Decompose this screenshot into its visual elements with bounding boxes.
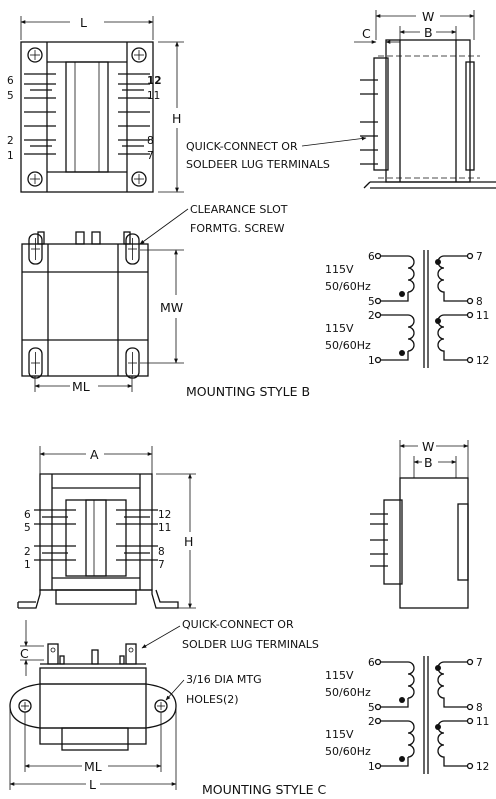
pin-1: 1 (7, 150, 14, 162)
c-pin-8: 8 (158, 546, 165, 558)
sch-c-pin-2: 2 (368, 716, 375, 728)
dim-ml: ML (72, 379, 90, 394)
c-pin-1: 1 (24, 559, 31, 571)
dim-b: B (424, 25, 433, 40)
style-b-schematic: 6 5 2 1 115V 50/60Hz 115V 50/60Hz 7 8 11… (325, 250, 489, 368)
sch-c-hz1: 50/60Hz (325, 686, 371, 699)
style-c-side-view: W B (370, 439, 469, 609)
dim-ml-c: ML (84, 759, 102, 774)
sch-b-pin-5: 5 (368, 296, 375, 308)
sch-b-hz2: 50/60Hz (325, 339, 371, 352)
pin-7: 7 (147, 150, 154, 162)
sch-c-v2: 115V (325, 728, 354, 741)
dim-h-c: H (184, 534, 193, 549)
sch-b-hz1: 50/60Hz (325, 280, 371, 293)
dim-l: L (80, 15, 87, 30)
terminal-callout-c-1: QUICK-CONNECT OR (182, 618, 294, 631)
sch-b-pin-8: 8 (476, 296, 483, 308)
sch-b-pin-11: 11 (476, 310, 489, 322)
c-pin-6: 6 (24, 509, 31, 521)
pin-8: 8 (147, 135, 154, 147)
sch-b-pin-12: 12 (476, 355, 489, 367)
sch-c-v1: 115V (325, 669, 354, 682)
slot-callout-2: FORMTG. SCREW (190, 222, 285, 235)
style-b-front-view: L H (7, 15, 184, 193)
dim-c: C (362, 26, 371, 41)
style-c-base-view: C 3/16 DIA MTG HOLES(2) ML (9, 620, 262, 792)
style-c-front-view: A H 6 5 2 1 12 (17, 446, 196, 609)
style-b-side-view: W B C (354, 9, 496, 189)
sch-c-pin-12: 12 (476, 761, 489, 773)
terminal-callout-b-2: SOLDEER LUG TERMINALS (186, 158, 330, 171)
style-c-schematic: 6 5 2 1 115V 50/60Hz 115V 50/60Hz 7 8 11… (325, 656, 489, 774)
dim-l-c: L (89, 777, 96, 792)
sch-c-hz2: 50/60Hz (325, 745, 371, 758)
dim-h: H (172, 111, 181, 126)
pin-11: 11 (147, 90, 160, 102)
dim-a: A (90, 447, 99, 462)
pin-5: 5 (7, 90, 14, 102)
sch-c-pin-5: 5 (368, 702, 375, 714)
slot-callout-1: CLEARANCE SLOT (190, 203, 288, 216)
style-c-label: MOUNTING STYLE C (202, 782, 326, 797)
sch-b-v2: 115V (325, 322, 354, 335)
pin-2: 2 (7, 135, 14, 147)
c-pin-2: 2 (24, 546, 31, 558)
sch-b-pin-6: 6 (368, 251, 375, 263)
c-pin-11: 11 (158, 522, 171, 534)
c-pin-5: 5 (24, 522, 31, 534)
style-b-base-view: CLEARANCE SLOT FORMTG. SCREW MW (21, 203, 288, 394)
terminal-callout-c-2: SOLDER LUG TERMINALS (182, 638, 319, 651)
sch-b-pin-1: 1 (368, 355, 375, 367)
c-pin-12: 12 (158, 509, 171, 521)
sch-c-pin-6: 6 (368, 657, 375, 669)
dim-c-c: C (20, 646, 29, 661)
dim-w-c: W (422, 439, 434, 454)
pin-12: 12 (147, 75, 162, 87)
holes-callout-2: HOLES(2) (186, 693, 239, 706)
dim-w: W (422, 9, 434, 24)
sch-b-v1: 115V (325, 263, 354, 276)
holes-callout-1: 3/16 DIA MTG (186, 673, 262, 686)
sch-c-pin-7: 7 (476, 657, 483, 669)
sch-b-pin-2: 2 (368, 310, 375, 322)
dim-b-c: B (424, 455, 433, 470)
terminal-callout-b-1: QUICK-CONNECT OR (186, 140, 298, 153)
sch-c-pin-11: 11 (476, 716, 489, 728)
sch-c-pin-8: 8 (476, 702, 483, 714)
pin-6: 6 (7, 75, 14, 87)
style-b-label: MOUNTING STYLE B (186, 384, 310, 399)
dim-mw: MW (160, 300, 183, 315)
sch-c-pin-1: 1 (368, 761, 375, 773)
c-pin-7: 7 (158, 559, 165, 571)
sch-b-pin-7: 7 (476, 251, 483, 263)
